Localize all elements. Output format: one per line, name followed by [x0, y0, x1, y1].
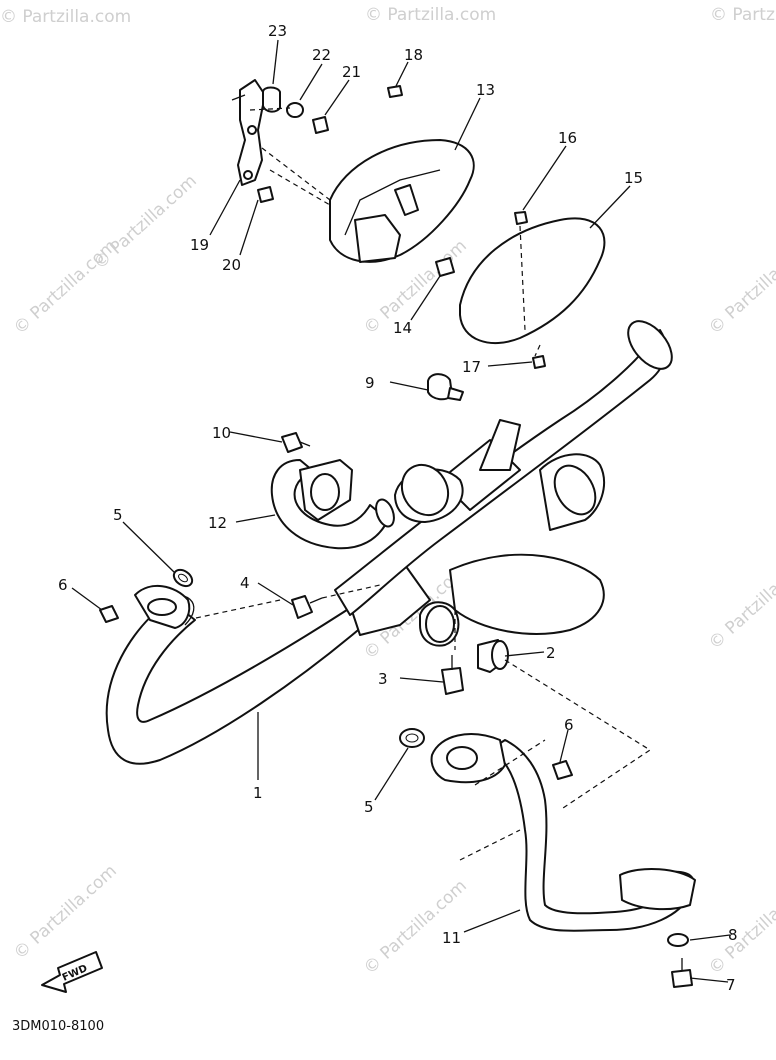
callout-18: 18 — [404, 46, 423, 64]
callout-17: 17 — [462, 358, 481, 376]
callout-7: 9 — [365, 374, 375, 392]
leader-lines — [71, 39, 731, 983]
watermark: © Partzilla.com — [90, 171, 201, 274]
callout-23: 23 — [268, 22, 287, 40]
callout-22: 22 — [312, 46, 331, 64]
callout-15: 15 — [624, 169, 643, 187]
part-bolt-4 — [291, 595, 323, 619]
part-gasket-5b — [399, 728, 425, 748]
part-exhaust-pipe-9 — [430, 733, 696, 932]
callouts: 23 22 21 18 13 16 15 17 14 19 20 9 10 12… — [58, 22, 738, 994]
part-bolt-20 — [257, 186, 274, 203]
watermark: © Partzilla.com — [10, 861, 121, 964]
part-bracket-19 — [231, 79, 266, 186]
watermark: © Partzilla.com — [705, 876, 776, 979]
callout-13: 13 — [476, 81, 495, 99]
callout-19: 19 — [190, 236, 209, 254]
callout-8: 10 — [212, 424, 231, 442]
part-collar-2 — [477, 639, 509, 673]
part-panel-15 — [459, 217, 606, 345]
watermark: © Partzilla.com — [705, 236, 776, 339]
part-grommet-23 — [262, 86, 281, 113]
callout-1: 1 — [253, 784, 263, 802]
part-screw-17 — [532, 355, 546, 369]
callout-6b: 6 — [564, 716, 574, 734]
part-washer-11 — [667, 933, 689, 947]
part-clamp-3 — [419, 601, 464, 695]
part-bolt-10 — [671, 958, 693, 988]
part-bolt-7 — [427, 373, 464, 401]
watermark: © Partzilla.com — [705, 551, 776, 654]
callout-21: 21 — [342, 63, 361, 81]
fwd-arrow: FWD — [41, 951, 103, 993]
callout-16: 16 — [558, 129, 577, 147]
callout-5a: 5 — [113, 506, 123, 524]
part-exhaust-pipe-1 — [105, 564, 431, 765]
callout-5b: 5 — [364, 798, 374, 816]
part-bolt-8 — [281, 432, 311, 453]
callout-9: 11 — [442, 929, 461, 947]
part-muffler — [334, 320, 673, 635]
watermark: © Partzilla.com — [365, 5, 496, 25]
part-nut-6a — [99, 605, 119, 623]
callout-3: 3 — [378, 670, 388, 688]
callout-11: 8 — [728, 926, 738, 944]
watermark: © Partzilla.com — [360, 876, 471, 979]
callout-14: 14 — [393, 319, 412, 337]
callout-12: 12 — [208, 514, 227, 532]
part-washer-22 — [286, 102, 304, 118]
part-cover-13 — [329, 85, 475, 263]
part-screw-14 — [435, 257, 455, 277]
callout-6a: 6 — [58, 576, 68, 594]
watermark: © Partzilla.com — [710, 5, 776, 25]
part-gasket-5a — [172, 568, 194, 588]
part-screw-16 — [514, 211, 528, 225]
callout-2: 2 — [546, 644, 556, 662]
part-nut-6b — [552, 760, 573, 780]
callout-10: 7 — [726, 976, 736, 994]
diagram-code: 3DM010-8100 — [12, 1019, 104, 1034]
part-pipe-12 — [270, 459, 395, 550]
part-bolt-21 — [312, 116, 329, 134]
callout-20: 20 — [222, 256, 241, 274]
callout-4: 4 — [240, 574, 250, 592]
watermark: © Partzilla.com — [0, 7, 131, 27]
